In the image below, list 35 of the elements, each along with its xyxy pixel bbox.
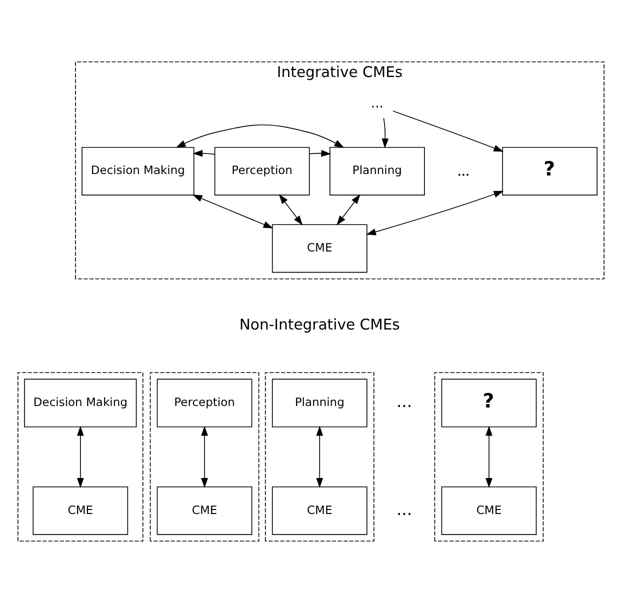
node-box: Planning — [272, 378, 368, 427]
node-text: ... — [370, 96, 384, 112]
node-box: Perception — [214, 146, 310, 195]
node-box: ? — [502, 146, 598, 195]
arrow — [176, 124, 344, 148]
label: ... — [396, 392, 412, 411]
arrow — [192, 194, 274, 228]
label: ... — [457, 160, 470, 179]
cluster — [150, 372, 260, 542]
node-box: ? — [441, 378, 537, 427]
cluster — [264, 372, 374, 542]
node-box: Perception — [156, 378, 252, 427]
arrow — [278, 194, 303, 225]
arrow — [382, 117, 389, 148]
arrow — [316, 425, 324, 488]
node-box: Decision Making — [82, 146, 194, 195]
node-box: CME — [441, 486, 537, 534]
node-box: Planning — [330, 146, 425, 195]
arrow — [201, 425, 208, 488]
arrow — [309, 149, 332, 156]
arrow — [392, 110, 504, 152]
node-box: CME — [272, 224, 368, 272]
arrow — [76, 425, 84, 488]
arrow — [366, 190, 504, 235]
node-box: Decision Making — [24, 378, 137, 427]
arrow — [486, 425, 492, 488]
node-box: CME — [156, 486, 252, 534]
arrow — [192, 149, 216, 156]
node-box: CME — [32, 486, 128, 534]
label: Non-Integrative CMEs — [239, 316, 400, 333]
cluster — [434, 372, 544, 542]
node-box: CME — [272, 486, 368, 534]
cluster — [18, 372, 144, 542]
label: ... — [396, 499, 412, 518]
arrow — [336, 194, 360, 225]
